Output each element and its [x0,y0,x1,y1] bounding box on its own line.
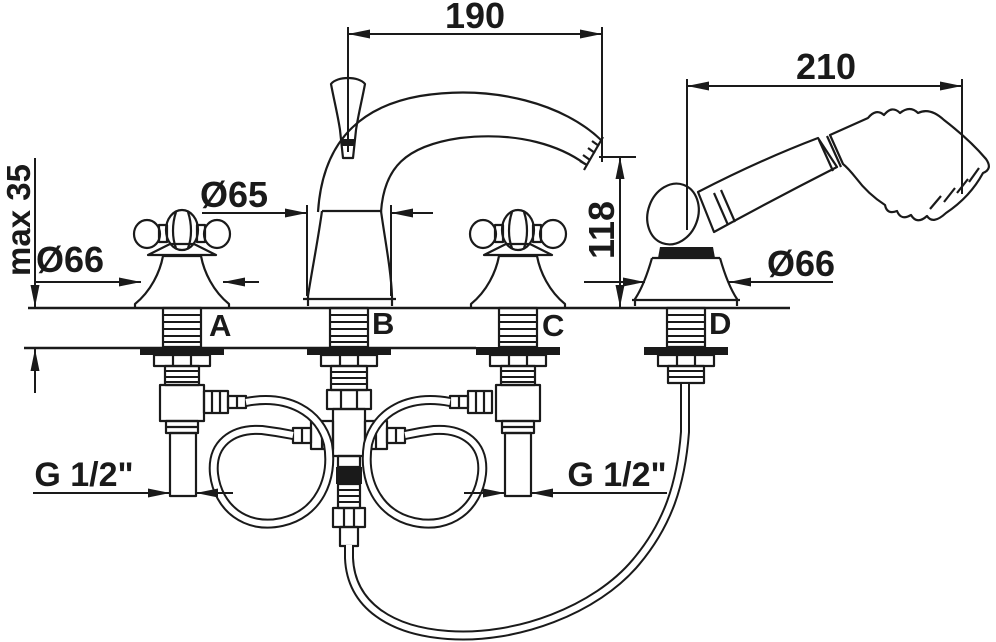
handshower-assembly [632,107,990,306]
dim-inlet-thread-left-label: G 1/2" [34,456,133,494]
mount-label-b: B [372,306,394,341]
dim-spout-reach-label: 190 [445,0,505,36]
dim-inlet-thread-right-label: G 1/2" [567,456,666,494]
cross-handle-a [132,208,232,310]
dim-deck-thickness-label: max 35 [0,164,37,276]
dim-spout-base-diameter: Ø65 [200,174,433,296]
mount-letters: A B C D [209,306,731,343]
dim-handshower-reach: 210 [686,46,963,230]
holder-shank-d-lower [666,364,706,385]
mount-label-c: C [542,308,564,343]
dim-holder-base-diameter: Ø66 [584,243,835,287]
handshower-head [828,107,990,222]
flex-hose-left-loop [208,395,335,529]
cross-handle-c [468,208,568,310]
dim-inlet-thread-left: G 1/2" [33,456,233,498]
valve-body-a [158,364,248,498]
dim-deck-thickness: max 35 [0,158,40,393]
mounting-deck [24,306,790,350]
mixer-body-b [291,364,407,548]
dim-spout-base-diameter-label: Ø65 [200,174,268,215]
dim-spout-height-label: 118 [581,201,622,259]
dim-handshower-reach-label: 210 [796,46,856,87]
dim-handle-base-diameter: Ø66 [34,239,259,287]
dim-inlet-thread-right: G 1/2" [464,456,667,498]
handshower-supply-hose [344,384,690,641]
dim-handle-base-diameter-label: Ø66 [36,239,104,280]
mount-label-d: D [709,306,731,341]
dim-holder-base-diameter-label: Ø66 [767,243,835,284]
dim-spout-reach: 190 [347,0,603,162]
flex-hose-right-loop [361,395,488,529]
mount-label-a: A [209,308,231,343]
handshower-grip [646,135,843,246]
